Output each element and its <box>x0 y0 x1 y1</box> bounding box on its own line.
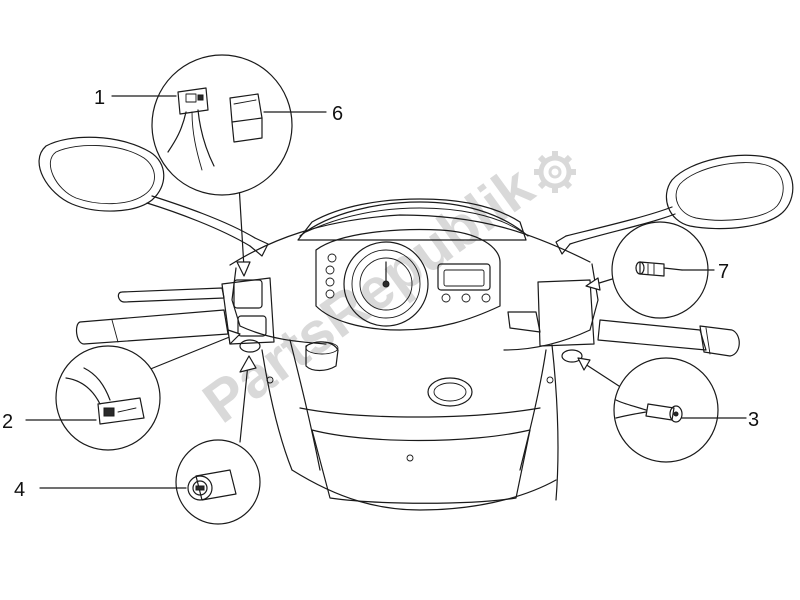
callout-3: 3 <box>748 409 759 431</box>
detail-circle-1-6 <box>151 54 293 196</box>
callout-7: 7 <box>718 261 729 283</box>
instrument-cluster <box>315 228 501 331</box>
watermark: PartsRepublik <box>191 151 576 436</box>
callout-4: 4 <box>14 479 25 501</box>
callout-2: 2 <box>2 411 13 433</box>
callout-labels: 1 6 2 3 4 7 <box>2 87 759 501</box>
callout-1: 1 <box>94 87 105 109</box>
label-pointers <box>25 95 747 489</box>
left-grip <box>75 277 275 353</box>
left-mirror <box>38 136 269 257</box>
part-1-switch <box>167 87 215 171</box>
part-6-switch-cover <box>229 93 263 143</box>
detail-circle-2 <box>55 345 161 451</box>
detail-circle-3 <box>613 357 719 463</box>
callout-6: 6 <box>332 103 343 125</box>
fuel-cap <box>305 341 339 372</box>
detail-circle-4 <box>175 439 261 525</box>
watermark-gear-icon <box>534 151 576 193</box>
right-grip <box>537 279 740 363</box>
